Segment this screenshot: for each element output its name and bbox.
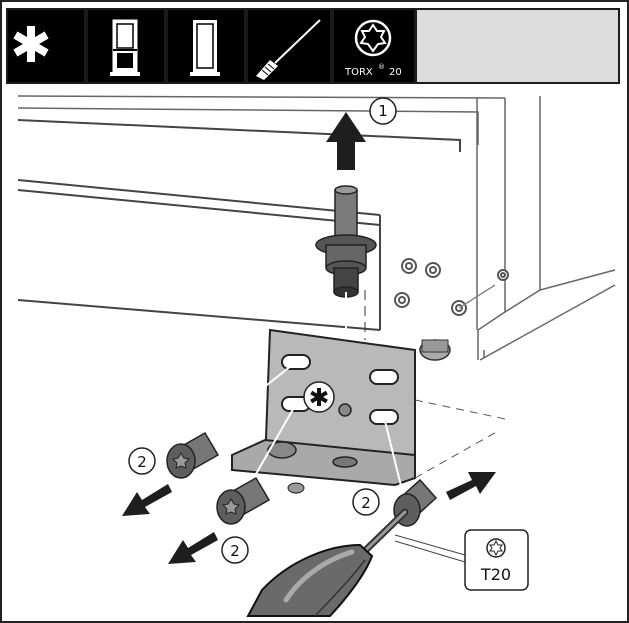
- t20-label: T20: [480, 565, 511, 584]
- torx-registered-mark: ®: [378, 63, 385, 71]
- t20-torx-icon: [486, 538, 506, 558]
- header-empty-cell: [417, 10, 618, 82]
- step-2-number-left-bottom: 2: [230, 542, 240, 560]
- side-panel-screws: [394, 258, 509, 316]
- step-1-number: 1: [378, 102, 388, 120]
- adjustable-foot: [419, 339, 451, 361]
- screw-left-top: [166, 431, 220, 479]
- step-2-number-left-top: 2: [137, 453, 147, 471]
- asterisk-icon: [8, 10, 84, 82]
- appliance-cabinet: [17, 95, 616, 361]
- arrow-left-top: [122, 484, 172, 516]
- guide-line: [458, 284, 496, 309]
- t20-callout: T20: [394, 529, 529, 591]
- screw-left-bottom: [216, 476, 271, 525]
- step-2-number-right: 2: [361, 494, 371, 512]
- step-2-callout-right: 2: [352, 488, 380, 516]
- header-bar: TORX ® 20: [6, 8, 620, 84]
- bracket-guide-lines: [209, 361, 405, 499]
- removal-arrows: [122, 472, 496, 564]
- illustration: 1: [17, 95, 616, 617]
- lift-arrow: [326, 112, 366, 170]
- hinge-bracket: [231, 328, 416, 494]
- arrow-left-bottom: [168, 532, 218, 564]
- fridge-freezer-icon: [88, 10, 164, 82]
- step-1-callout: 1: [369, 97, 397, 125]
- torx-label: TORX: [344, 67, 373, 78]
- appliance-door: [17, 119, 461, 331]
- dashed-guides: [414, 399, 511, 479]
- step-2-callout-left-top: 2: [128, 447, 156, 475]
- hinge-pin: [315, 185, 377, 298]
- arrow-right: [446, 472, 496, 500]
- torx-size: 20: [389, 67, 402, 78]
- step-2-callout-left-bottom: 2: [221, 536, 249, 564]
- torx-icon: TORX ® 20: [334, 10, 414, 82]
- screwdriver-icon: [248, 10, 330, 82]
- screwdriver: [246, 508, 409, 617]
- fridge-icon: [168, 10, 244, 82]
- asterisk-callout: [303, 381, 335, 413]
